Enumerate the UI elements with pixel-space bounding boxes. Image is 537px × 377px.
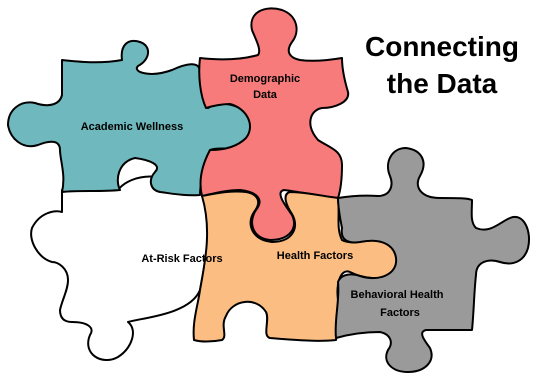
title-line-1: Connecting (365, 31, 519, 62)
title-line-2: the Data (387, 68, 498, 99)
label-at-risk-factors: At-Risk Factors (141, 253, 222, 265)
piece-academic-wellness (7, 40, 252, 197)
label-health-factors: Health Factors (277, 250, 353, 262)
piece-at-risk-factors (30, 175, 212, 362)
label-academic-wellness: Academic Wellness (81, 121, 184, 133)
label-behavioral-line1: Behavioral Health (351, 289, 444, 301)
piece-behavioral-health-factors (334, 147, 530, 373)
label-behavioral-line2: Factors (380, 307, 420, 319)
label-demographic-line1: Demographic (230, 73, 300, 85)
label-demographic-line2: Data (253, 89, 278, 101)
